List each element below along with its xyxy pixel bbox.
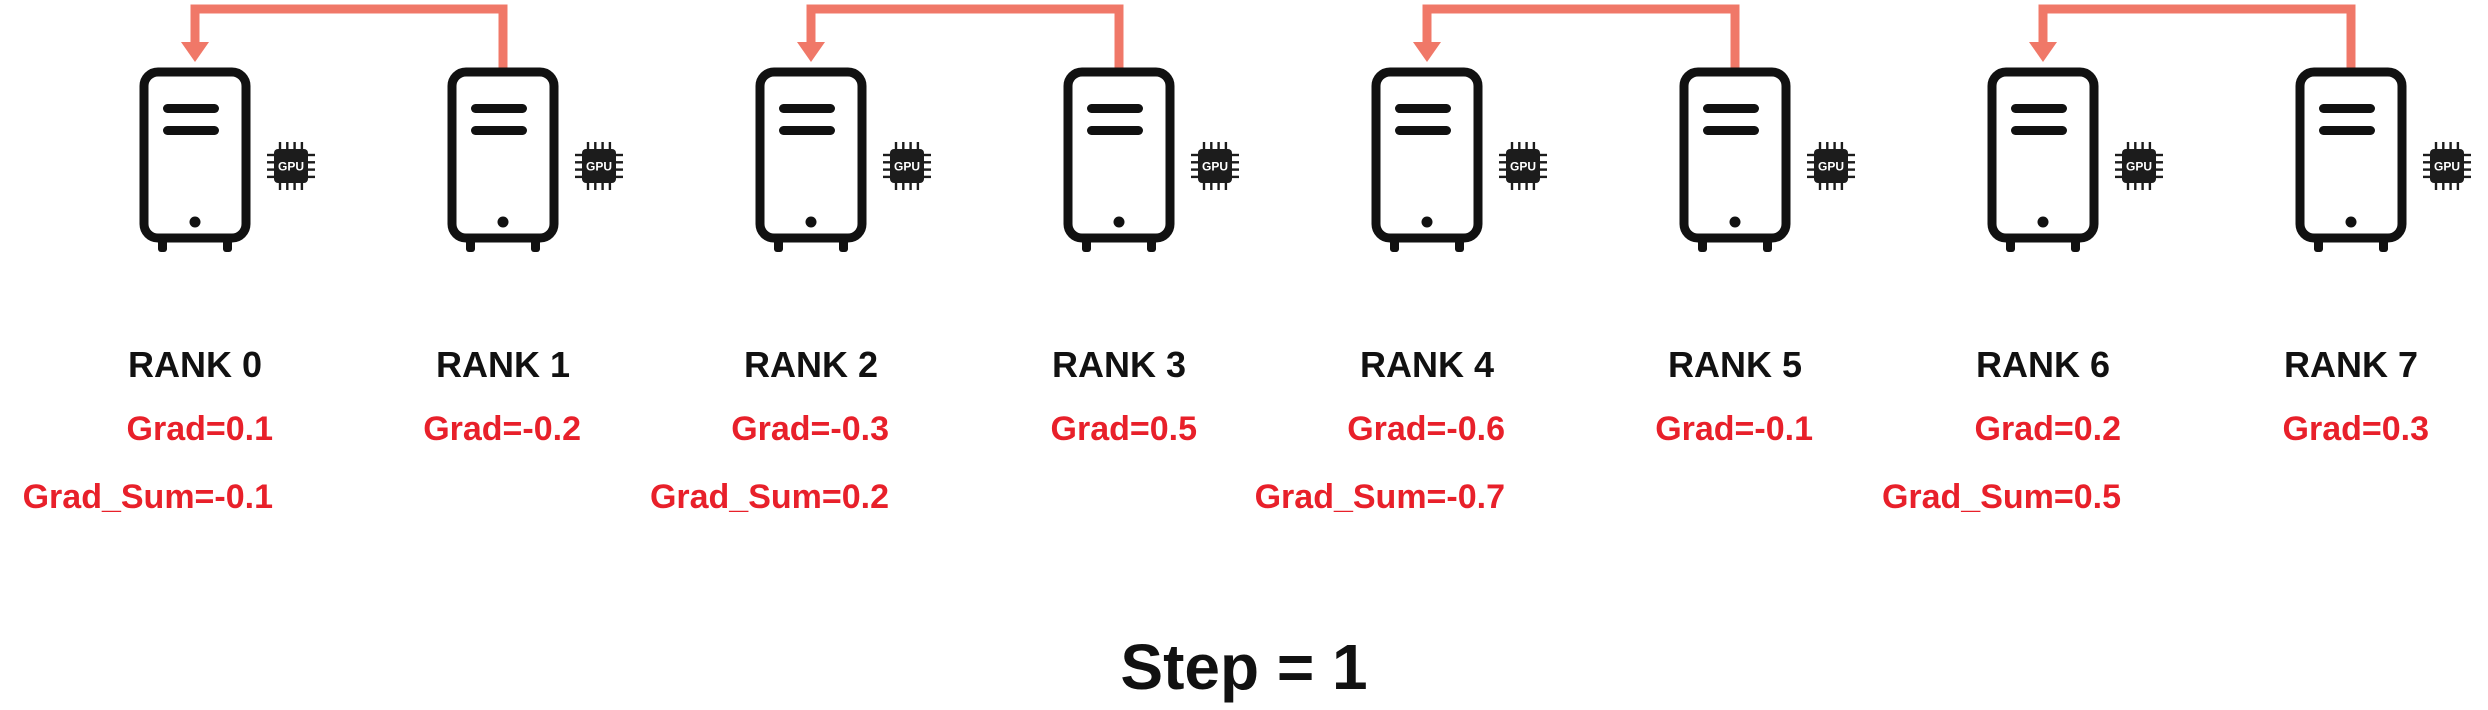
rank-label: RANK 7 <box>2283 344 2418 385</box>
arrowhead <box>1413 42 1441 62</box>
server-icon <box>1063 67 1175 252</box>
rank-label: RANK 1 <box>435 344 570 385</box>
grad-value: Grad=-0.1 <box>1655 410 1813 448</box>
gpu-chip-icon: GPU <box>2423 142 2471 190</box>
gpu-chip-label: GPU <box>1202 160 1228 174</box>
arrows-layer <box>181 4 2356 68</box>
gpu-chip-label: GPU <box>894 160 920 174</box>
grad-value: Grad=-0.3 <box>731 410 889 448</box>
gpu-chip-icon: GPU <box>1191 142 1239 190</box>
server-icon <box>447 67 559 252</box>
grad-value: Grad=0.1 <box>126 410 273 448</box>
transfer-arrow <box>1413 4 1740 68</box>
grad-value: Grad=0.2 <box>1974 410 2121 448</box>
server-icon <box>2295 67 2407 252</box>
servers-layer: GPU GPU GPU GPU GPU GPU GPU GPU <box>139 67 2471 252</box>
grad-value: Grad=0.5 <box>1050 410 1197 448</box>
grad-value: Grad=-0.6 <box>1347 410 1505 448</box>
gpu-chip-label: GPU <box>2434 160 2460 174</box>
server-icon <box>1371 67 1483 252</box>
gpu-chip-icon: GPU <box>1499 142 1547 190</box>
gpu-chip-icon: GPU <box>2115 142 2163 190</box>
gpu-chip-icon: GPU <box>1807 142 1855 190</box>
grad-sum-value: Grad_Sum=-0.7 <box>1254 478 1505 516</box>
server-icon <box>755 67 867 252</box>
grad-sum-value: Grad_Sum=0.5 <box>1881 478 2121 516</box>
gpu-chip-label: GPU <box>586 160 612 174</box>
grad-sum-value: Grad_Sum=-0.1 <box>22 478 273 516</box>
server-icon <box>139 67 251 252</box>
grad-value: Grad=-0.2 <box>423 410 581 448</box>
gpu-chip-label: GPU <box>2126 160 2152 174</box>
arrowhead <box>2029 42 2057 62</box>
step-label: Step = 1 <box>1120 631 1368 703</box>
rank-label: RANK 0 <box>127 344 262 385</box>
grad-sum-value: Grad_Sum=0.2 <box>649 478 889 516</box>
gpu-chip-icon: GPU <box>267 142 315 190</box>
gpu-chip-label: GPU <box>1510 160 1536 174</box>
gpu-chip-label: GPU <box>278 160 304 174</box>
rank-label: RANK 3 <box>1051 344 1186 385</box>
arrowhead <box>797 42 825 62</box>
transfer-arrow <box>797 4 1124 68</box>
grad-value: Grad=0.3 <box>2282 410 2429 448</box>
transfer-arrow <box>181 4 508 68</box>
gpu-chip-icon: GPU <box>883 142 931 190</box>
transfer-arrow <box>2029 4 2356 68</box>
rank-label: RANK 2 <box>743 344 878 385</box>
arrowhead <box>181 42 209 62</box>
server-icon <box>1987 67 2099 252</box>
server-icon <box>1679 67 1791 252</box>
gpu-chip-label: GPU <box>1818 160 1844 174</box>
gpu-chip-icon: GPU <box>575 142 623 190</box>
rank-label: RANK 5 <box>1667 344 1802 385</box>
rank-label: RANK 6 <box>1975 344 2110 385</box>
rank-label: RANK 4 <box>1359 344 1494 385</box>
